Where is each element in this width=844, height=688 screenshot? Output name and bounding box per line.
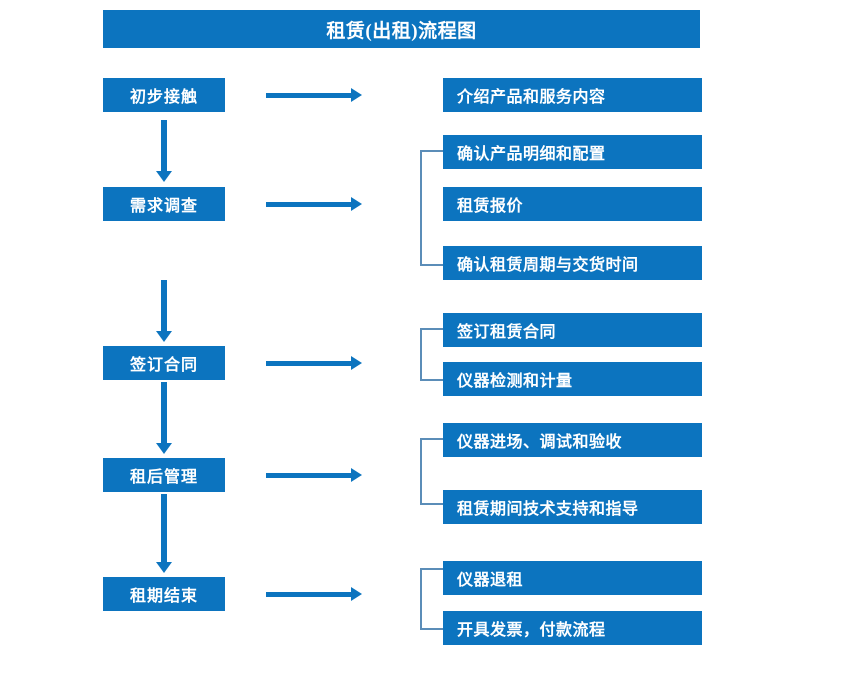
flow-arrow-down-4 (156, 494, 172, 573)
detail-box-6[interactable]: 仪器检测和计量 (443, 362, 702, 396)
detail-box-5[interactable]: 签订租赁合同 (443, 313, 702, 347)
group-bracket-post-rental (420, 438, 443, 505)
detail-box-4[interactable]: 确认租赁周期与交货时间 (443, 246, 702, 280)
stage-box-2[interactable]: 需求调查 (103, 187, 225, 221)
detail-box-2[interactable]: 确认产品明细和配置 (443, 135, 702, 169)
flow-arrow-down-1 (156, 120, 172, 182)
diagram-title: 租赁(出租)流程图 (103, 10, 700, 48)
detail-box-1[interactable]: 介绍产品和服务内容 (443, 78, 702, 112)
detail-box-10[interactable]: 开具发票，付款流程 (443, 611, 702, 645)
group-bracket-needs (420, 150, 443, 266)
flow-arrow-right-4 (266, 468, 362, 482)
detail-box-8[interactable]: 租赁期间技术支持和指导 (443, 490, 702, 524)
flow-arrow-right-2 (266, 197, 362, 211)
detail-box-9[interactable]: 仪器退租 (443, 561, 702, 595)
detail-box-7[interactable]: 仪器进场、调试和验收 (443, 423, 702, 457)
group-bracket-end (420, 568, 443, 630)
stage-box-1[interactable]: 初步接触 (103, 78, 225, 112)
flow-arrow-right-1 (266, 88, 362, 102)
flow-arrow-down-2 (156, 280, 172, 342)
stage-box-5[interactable]: 租期结束 (103, 577, 225, 611)
flow-arrow-right-3 (266, 356, 362, 370)
stage-box-4[interactable]: 租后管理 (103, 458, 225, 492)
group-bracket-contract (420, 328, 443, 381)
flow-arrow-right-5 (266, 587, 362, 601)
flow-arrow-down-3 (156, 382, 172, 454)
stage-box-3[interactable]: 签订合同 (103, 346, 225, 380)
detail-box-3[interactable]: 租赁报价 (443, 187, 702, 221)
